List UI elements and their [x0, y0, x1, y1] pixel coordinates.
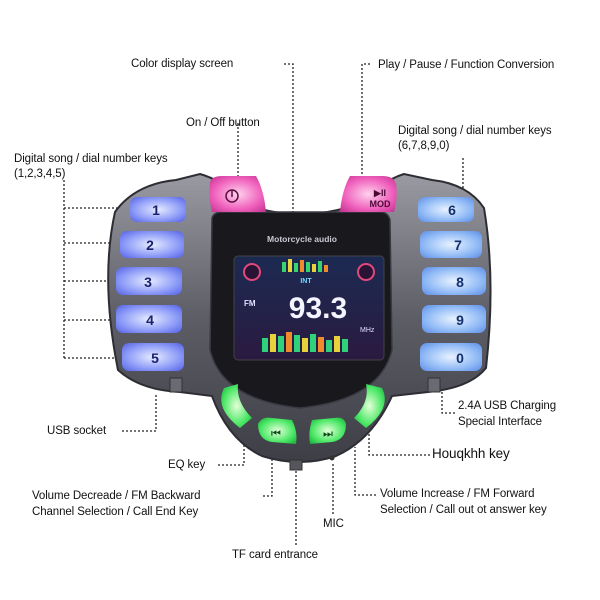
key-8[interactable]: 8 — [422, 267, 486, 295]
key-4-label: 4 — [146, 312, 154, 328]
label-keys-left-1: Digital song / dial number keys — [14, 153, 168, 165]
label-usb-charge-1: 2.4A USB Charging — [458, 400, 557, 412]
volume-decrease-key[interactable] — [258, 417, 297, 444]
key-5[interactable]: 5 — [122, 343, 184, 371]
mode-key-text: MOD — [370, 199, 391, 209]
label-eq-key: EQ key — [168, 459, 206, 471]
key-2-label: 2 — [146, 237, 154, 253]
leader-houqkhh — [368, 410, 430, 456]
houqkhh-key[interactable] — [354, 384, 385, 428]
label-usb-charge-2: Special Interface — [458, 416, 542, 428]
speaker-right-icon — [357, 263, 375, 281]
label-tf-card: TF card entrance — [232, 549, 318, 561]
label-on-off: On / Off button — [186, 117, 260, 129]
leader-color-display — [284, 63, 294, 262]
color-display-screen: Motorcycle audio INT FM 93.3 MHz — [233, 234, 385, 361]
spectrum-top — [282, 259, 328, 272]
screen-band: FM — [244, 299, 256, 308]
key-7-label: 7 — [454, 237, 462, 253]
key-0-label: 0 — [456, 350, 464, 366]
label-keys-left-2: (1,2,3,4,5) — [14, 168, 66, 180]
spectrum-bottom — [262, 332, 348, 352]
screen-frequency: 93.3 — [289, 292, 347, 325]
key-3[interactable]: 3 — [116, 267, 182, 295]
label-houqkhh-key: Houqkhh key — [432, 446, 510, 461]
label-usb-socket: USB socket — [47, 425, 107, 437]
leader-vol-inc — [354, 447, 376, 496]
key-6-label: 6 — [448, 202, 456, 218]
key-1-label: 1 — [152, 202, 160, 218]
tf-card-slot — [289, 459, 303, 471]
key-7[interactable]: 7 — [420, 231, 482, 258]
key-9[interactable]: 9 — [422, 305, 486, 333]
leader-vol-dec — [263, 447, 273, 497]
label-keys-right-2: (6,7,8,9,0) — [398, 140, 450, 152]
key-3-label: 3 — [144, 274, 152, 290]
eq-key[interactable] — [221, 384, 252, 428]
key-4[interactable]: 4 — [116, 305, 182, 333]
mic-hole — [329, 455, 335, 461]
play-pause-mode-key[interactable]: ▶II MOD — [340, 176, 397, 212]
leader-usb-charge — [441, 384, 456, 414]
screen-mode: INT — [300, 278, 312, 285]
leader-eq — [218, 438, 245, 466]
key-5-label: 5 — [151, 350, 159, 366]
label-color-display: Color display screen — [131, 58, 234, 70]
backward-icon: ⏮ — [271, 427, 281, 440]
label-vol-dec-1: Volume Decreade / FM Backward — [32, 490, 201, 502]
screen-unit: MHz — [360, 327, 375, 334]
label-vol-inc-1: Volume Increase / FM Forward — [380, 488, 535, 500]
label-mic: MIC — [323, 518, 344, 530]
label-vol-inc-2: Selection / Call out ot answer key — [380, 504, 547, 516]
forward-icon: ⏭ — [323, 427, 333, 440]
key-8-label: 8 — [456, 274, 464, 290]
on-off-key[interactable] — [209, 176, 266, 212]
mode-key-symbol: ▶II — [373, 188, 386, 198]
key-2[interactable]: 2 — [120, 231, 184, 258]
volume-increase-key[interactable] — [309, 417, 346, 444]
bottom-function-keys: ⏮ ⏭ — [221, 384, 385, 444]
label-play-pause: Play / Pause / Function Conversion — [378, 59, 555, 71]
label-vol-dec-2: Channel Selection / Call End Key — [32, 506, 199, 518]
right-number-keys: 6 7 8 9 0 — [418, 197, 486, 371]
key-1[interactable]: 1 — [130, 197, 186, 222]
leader-usb-socket — [122, 394, 157, 432]
speaker-left-icon — [243, 263, 261, 281]
usb-socket-port — [169, 377, 183, 393]
leader-keys-left — [63, 180, 155, 360]
left-number-keys: 1 2 3 4 5 — [116, 197, 186, 371]
leader-play-pause — [361, 63, 370, 178]
key-6[interactable]: 6 — [418, 197, 474, 222]
label-keys-right-1: Digital song / dial number keys — [398, 125, 552, 137]
usb-charging-port — [427, 377, 441, 393]
key-0[interactable]: 0 — [420, 343, 482, 371]
brand-text: Motorcycle audio — [267, 234, 337, 244]
key-9-label: 9 — [456, 312, 464, 328]
